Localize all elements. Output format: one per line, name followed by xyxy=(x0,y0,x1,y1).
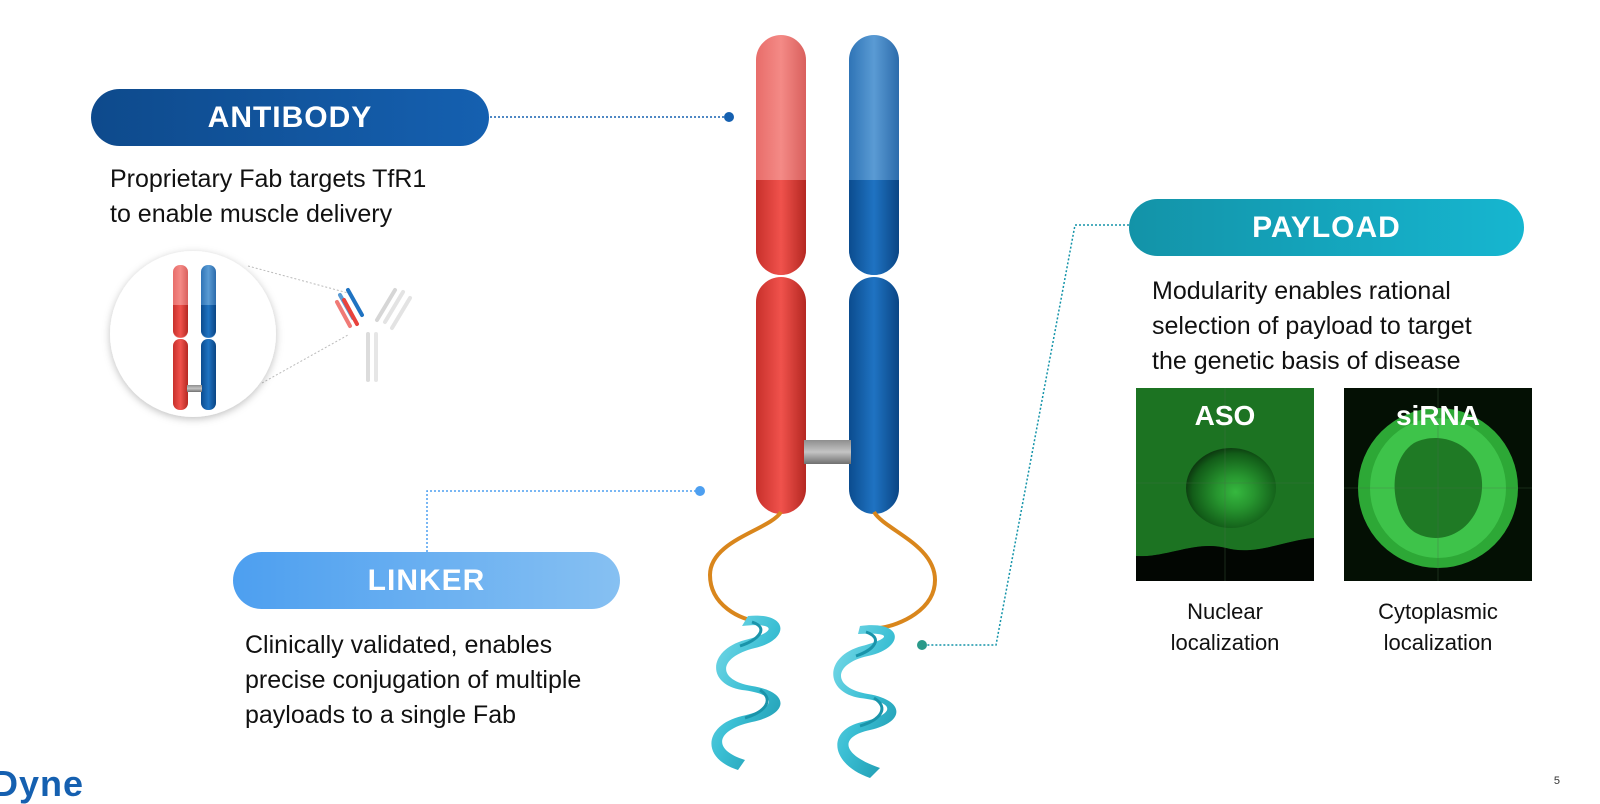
antibody-title-pill: ANTIBODY xyxy=(91,89,489,146)
light-chain-blue xyxy=(849,35,899,514)
disulfide-bridge xyxy=(804,440,851,464)
payload-connector xyxy=(917,224,1129,650)
aso-label: ASO xyxy=(1194,400,1256,431)
payload-helix-right xyxy=(833,625,897,778)
y-antibody-icon xyxy=(335,288,412,382)
mini-fab xyxy=(173,265,216,410)
antibody-title: ANTIBODY xyxy=(207,100,373,134)
sirna-label: siRNA xyxy=(1395,400,1480,431)
payload-description: Modularity enables rational selection of… xyxy=(1152,277,1472,375)
payload-title: PAYLOAD xyxy=(1252,210,1401,244)
antibody-description: Proprietary Fab targets TfR1 to enable m… xyxy=(110,165,427,228)
payload-title-pill: PAYLOAD xyxy=(1129,199,1524,256)
linker-title-pill: LINKER xyxy=(233,552,620,609)
linker-description: Clinically validated, enables precise co… xyxy=(245,631,582,729)
aso-microscopy-image: ASO xyxy=(1136,388,1314,581)
sirna-cell-image xyxy=(1344,388,1532,581)
inset-circle xyxy=(110,251,276,417)
antibody-inset xyxy=(110,251,412,417)
aso-cell-image xyxy=(1136,388,1314,581)
aso-caption: Nuclear localization xyxy=(1170,599,1280,655)
sirna-microscopy-image: siRNA xyxy=(1344,388,1532,581)
linker-connector xyxy=(426,486,705,552)
antibody-connector xyxy=(490,112,734,122)
linker-right xyxy=(872,510,938,630)
fab-illustration xyxy=(707,35,938,778)
heavy-chain-red xyxy=(756,35,806,514)
sirna-caption: Cytoplasmic localization xyxy=(1378,599,1498,655)
linker-left xyxy=(707,510,783,624)
linker-title: LINKER xyxy=(367,563,486,597)
page-number: 5 xyxy=(1553,775,1560,787)
company-logo: Dyne xyxy=(0,763,85,804)
payload-helix-left xyxy=(711,615,781,770)
diagram-canvas xyxy=(110,35,1129,778)
